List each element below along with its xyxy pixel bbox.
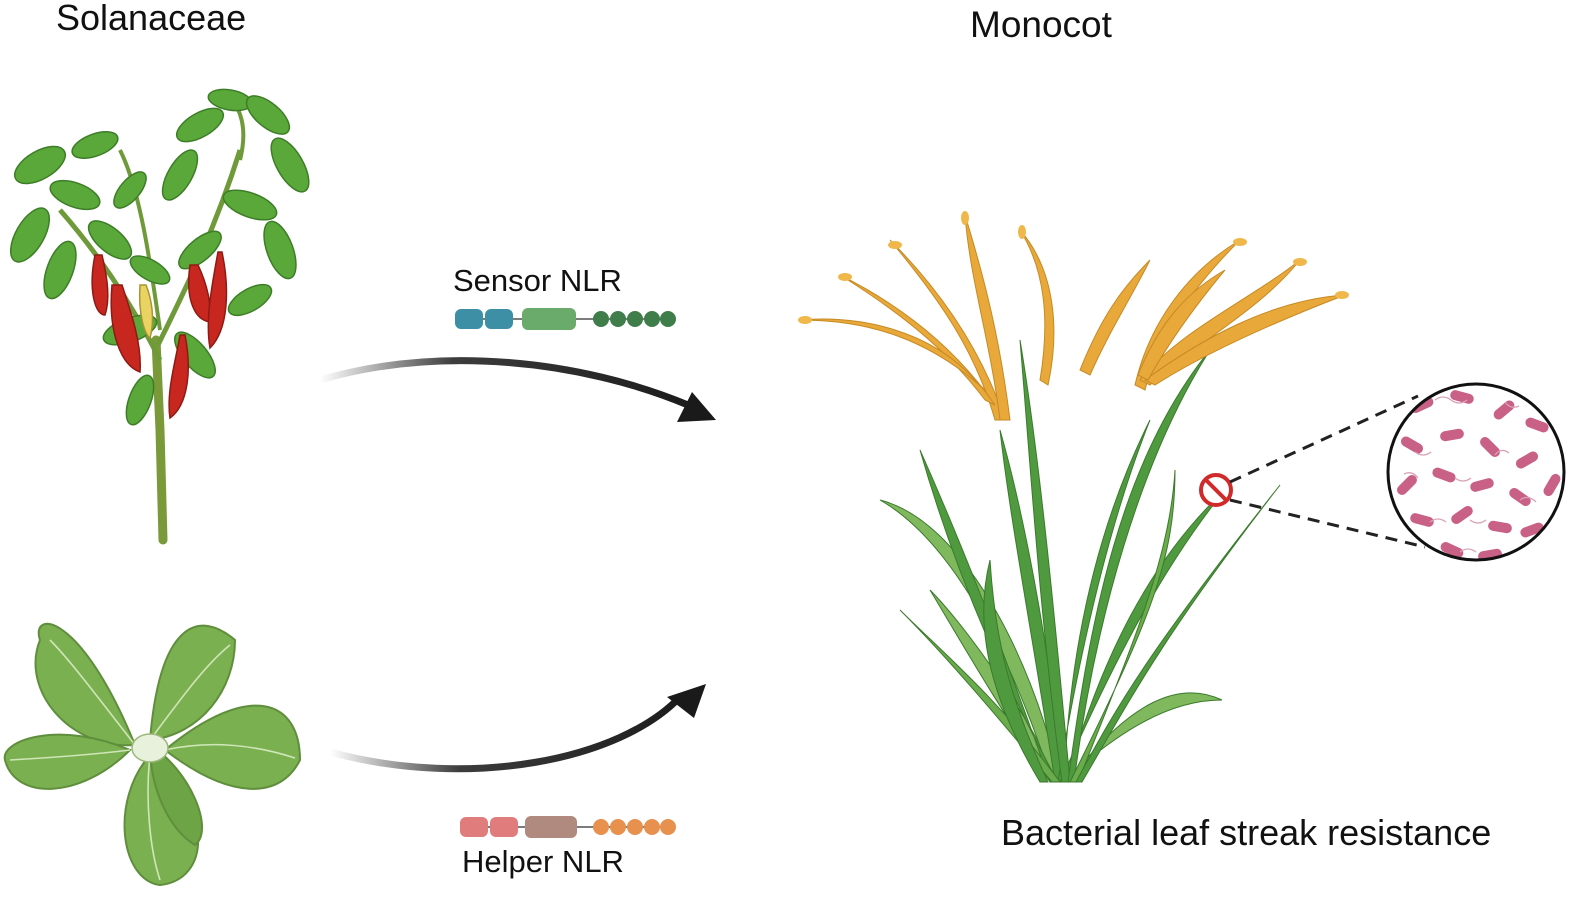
benthamiana-plant-icon <box>3 622 302 887</box>
monocot-label: Monocot <box>970 4 1112 45</box>
no-entry-icon <box>1199 473 1233 507</box>
helper-nlr-label: Helper NLR <box>462 844 624 879</box>
transfer-arrow-top <box>316 357 716 422</box>
transfer-arrow-bottom <box>326 684 706 773</box>
resistance-label: Bacterial leaf streak resistance <box>1001 812 1492 853</box>
rice-plant-icon <box>798 211 1349 783</box>
sensor-nlr-label: Sensor NLR <box>453 263 622 298</box>
pepper-plant-icon <box>9 88 310 545</box>
magnifier-connector <box>1229 394 1426 549</box>
sensor-nlr-domains <box>455 308 676 330</box>
solanaceae-label: Solanaceae <box>56 0 247 38</box>
bacteria-magnifier-icon <box>1386 382 1566 562</box>
helper-nlr-domains <box>460 816 676 838</box>
